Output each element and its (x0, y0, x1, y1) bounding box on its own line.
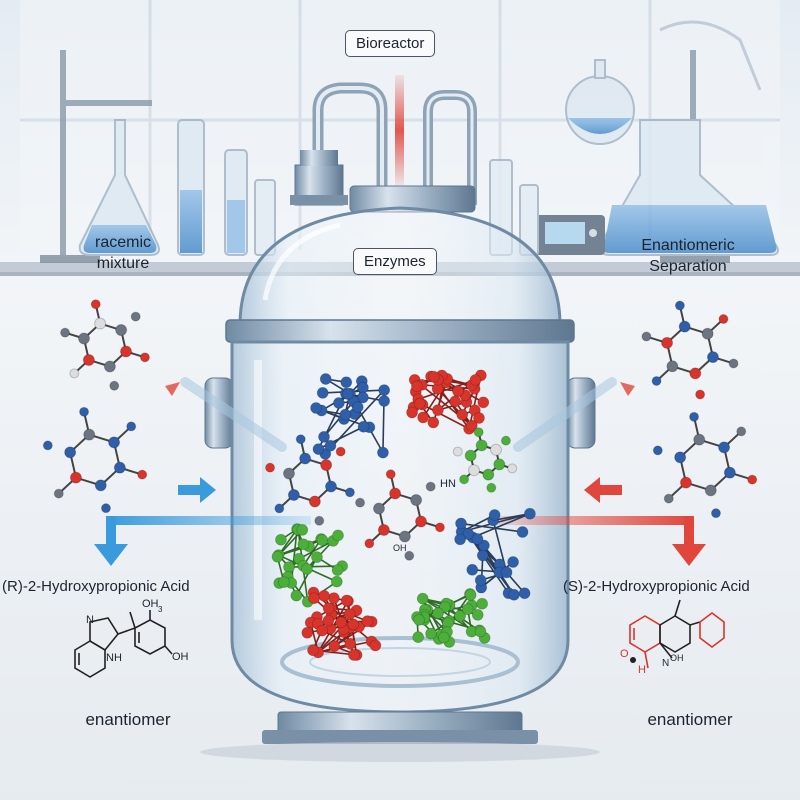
r-enantiomer-label: enantiomer (85, 710, 171, 729)
right-molecule-top (641, 300, 739, 400)
s-product-label: (S)-2-Hydroxypropionic Acid (563, 578, 750, 595)
blue-input-arrow (178, 477, 216, 503)
r-structure-subscript: 3 (158, 605, 163, 614)
flow-arrows (94, 377, 706, 566)
s-structure-h: H (638, 664, 646, 676)
s-structure (629, 599, 725, 669)
left-molecule-top (60, 299, 150, 391)
s-structure-oh: OH (670, 653, 684, 663)
s-structure-n: N (662, 658, 670, 669)
enzyme-blue-top (310, 373, 391, 460)
substrate-left (265, 434, 355, 526)
enzyme-red-top (406, 369, 490, 435)
red-input-arrow (584, 477, 622, 503)
racemic-line-1: racemic (94, 234, 151, 251)
r-product-label: (R)-2-Hydroxypropionic Acid (2, 578, 190, 595)
bioreactor-label: Bioreactor (345, 30, 436, 57)
r-structure-nh: NH (106, 652, 122, 664)
s-enantiomer-label: enantiomer (647, 710, 733, 729)
s-output-arrow (672, 544, 706, 566)
r-output-arrow (94, 544, 128, 566)
racemic-mixture-label: racemic mixture (78, 232, 168, 274)
enantiomeric-separation-label: Enantiomeric Separation (618, 235, 758, 277)
substrate-center (355, 469, 445, 561)
separation-line-1: Enantiomeric (641, 237, 735, 254)
r-structure-n: N (86, 614, 94, 626)
r-structure-oh-top: OH (142, 598, 159, 610)
enzyme-red-bottom (301, 586, 382, 661)
molecule-models (42, 299, 758, 661)
center-oh-label: OH (393, 543, 407, 553)
enzyme-blue-right (454, 507, 536, 601)
center-hn-label: HN (440, 478, 456, 490)
racemic-line-2: mixture (96, 255, 150, 272)
reactor-pipes (290, 75, 477, 206)
r-structure-oh-bottom: OH (172, 651, 189, 663)
substrate-green-ring (452, 427, 518, 493)
separation-line-2: Separation (649, 258, 727, 275)
enzyme-green-bottom (411, 588, 491, 648)
left-glassware (40, 50, 276, 263)
red-feed-stream (395, 75, 404, 185)
r-structure (74, 610, 173, 678)
right-glassware (489, 20, 779, 263)
enzyme-green-left (271, 523, 349, 608)
enzymes-label: Enzymes (353, 248, 437, 275)
left-molecule-middle (42, 406, 148, 514)
right-molecule-middle (652, 411, 758, 519)
s-structure-o: O (620, 648, 629, 660)
